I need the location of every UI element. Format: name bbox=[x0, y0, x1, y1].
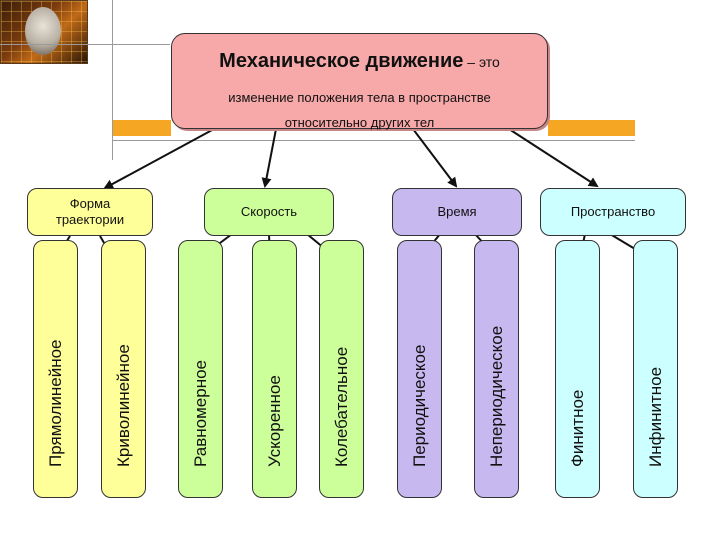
leaf-nonperiodic: Непериодическое bbox=[474, 240, 519, 498]
main-definition: изменение положения тела в пространстве … bbox=[172, 85, 547, 135]
leaf-periodic: Периодическое bbox=[397, 240, 442, 498]
decor-orange-bar-left bbox=[113, 120, 171, 136]
leaf-uniform: Равномерное bbox=[178, 240, 223, 498]
leaf-nonperiodic-label: Непериодическое bbox=[486, 325, 506, 467]
definition-line-1: изменение положения тела в пространстве bbox=[228, 90, 491, 105]
leaf-accelerated-label: Ускоренное bbox=[264, 375, 284, 467]
main-title-dash: – это bbox=[463, 54, 500, 70]
leaf-finite: Финитное bbox=[555, 240, 600, 498]
photo-thumbnail bbox=[0, 0, 88, 64]
leaf-oscillatory-label: Колебательное bbox=[331, 346, 351, 467]
arrow-to-time bbox=[412, 128, 458, 188]
decor-line-top bbox=[0, 44, 170, 45]
leaf-oscillatory: Колебательное bbox=[319, 240, 364, 498]
decor-line-bottom bbox=[113, 140, 635, 141]
definition-line-2: относительно других тел bbox=[284, 115, 435, 130]
decor-orange-bar-right bbox=[548, 120, 635, 136]
leaf-rectilinear-label: Прямолинейное bbox=[45, 339, 65, 467]
arrow-to-space bbox=[508, 128, 599, 188]
leaf-finite-label: Финитное bbox=[567, 389, 587, 467]
portrait-image bbox=[25, 7, 61, 55]
leaf-accelerated: Ускоренное bbox=[252, 240, 297, 498]
category-space: Пространство bbox=[540, 188, 686, 236]
main-title-text: Механическое движение bbox=[219, 50, 464, 72]
leaf-uniform-label: Равномерное bbox=[190, 360, 210, 467]
category-speed: Скорость bbox=[204, 188, 334, 236]
leaf-infinite-label: Инфинитное bbox=[645, 366, 665, 467]
leaf-periodic-label: Периодическое bbox=[409, 344, 429, 467]
main-title: Механическое движение – это bbox=[172, 50, 547, 73]
leaf-curvilinear: Криволинейное bbox=[101, 240, 146, 498]
leaf-rectilinear: Прямолинейное bbox=[33, 240, 78, 498]
main-definition-box: Механическое движение – это изменение по… bbox=[171, 33, 548, 130]
category-time: Время bbox=[392, 188, 522, 236]
leaf-curvilinear-label: Криволинейное bbox=[113, 344, 133, 467]
arrow-to-trajectory bbox=[103, 128, 215, 189]
arrow-to-speed bbox=[261, 128, 277, 188]
category-trajectory-shape: Форма траектории bbox=[27, 188, 153, 236]
decor-line-vertical bbox=[112, 0, 113, 160]
leaf-infinite: Инфинитное bbox=[633, 240, 678, 498]
